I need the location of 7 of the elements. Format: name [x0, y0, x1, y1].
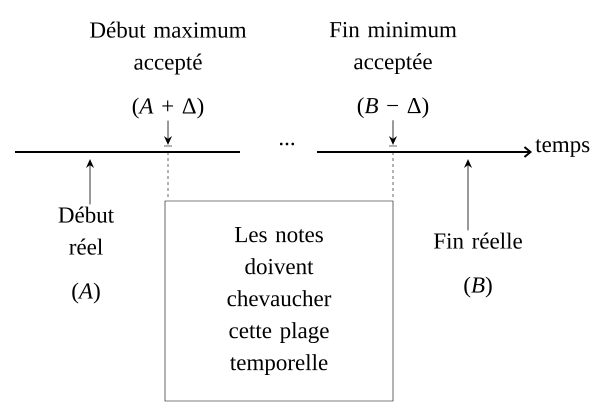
time-label: Fin minimum acceptée (B − Δ): [330, 22, 457, 118]
time-label: Début réel (A): [58, 206, 114, 304]
time-label: Début maximum accepté (A + Δ): [90, 22, 246, 118]
axis-label: temps: [535, 139, 590, 157]
ellipsis: ...: [280, 142, 294, 146]
process-box: Les notes doivent chevaucher cette plage temporelle: [164, 200, 394, 402]
time-label: Fin réelle (B): [434, 232, 522, 298]
